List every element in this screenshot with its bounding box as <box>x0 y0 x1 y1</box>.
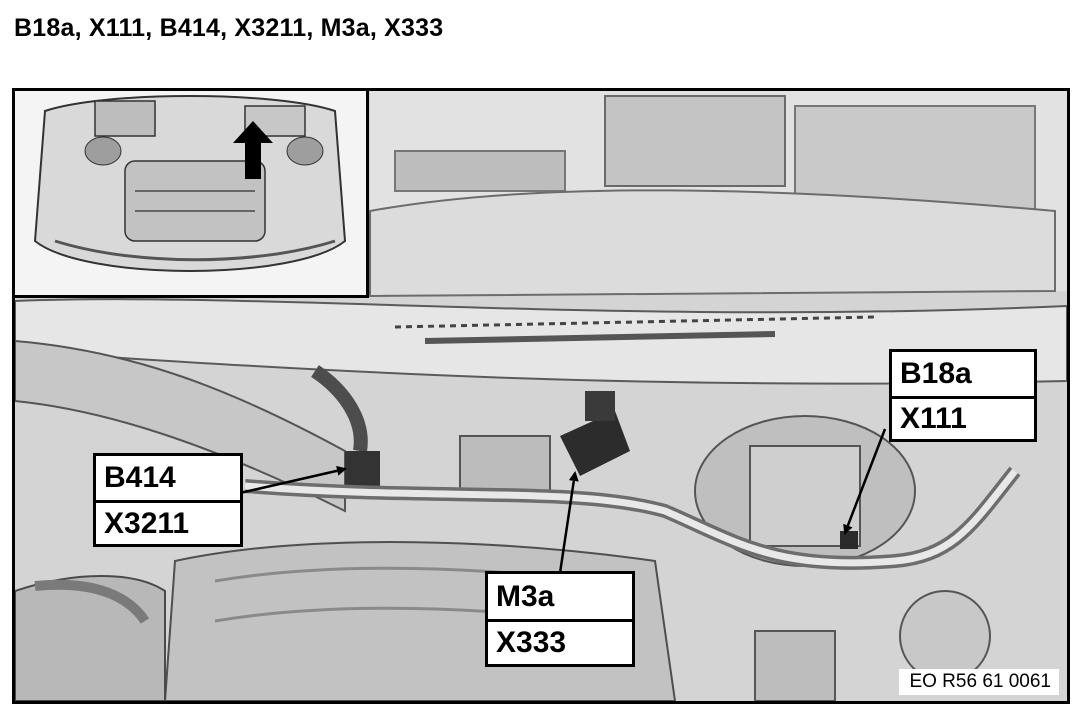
callout-b18a-connector: X111 <box>892 395 1034 440</box>
callout-b414-component: B414 <box>104 461 176 494</box>
callout-b414-connector: X3211 <box>96 500 240 544</box>
vehicle-overview-inset <box>15 91 369 298</box>
page-title: B18a, X111, B414, X3211, M3a, X333 <box>14 14 444 42</box>
callout-b18a: B18a X111 <box>889 349 1037 442</box>
reference-code: EO R56 61 0061 <box>899 669 1059 695</box>
callout-m3a-connector: X333 <box>488 619 632 664</box>
engine-bay-figure: B18a X111 B414 X3211 M3a X333 EO R56 61 … <box>12 88 1070 704</box>
callout-m3a: M3a X333 <box>485 571 635 667</box>
arrow-up-icon <box>233 121 273 179</box>
callout-b414: B414 X3211 <box>93 453 243 547</box>
callout-m3a-component: M3a <box>496 579 555 613</box>
callout-b18a-component: B18a <box>900 356 972 390</box>
